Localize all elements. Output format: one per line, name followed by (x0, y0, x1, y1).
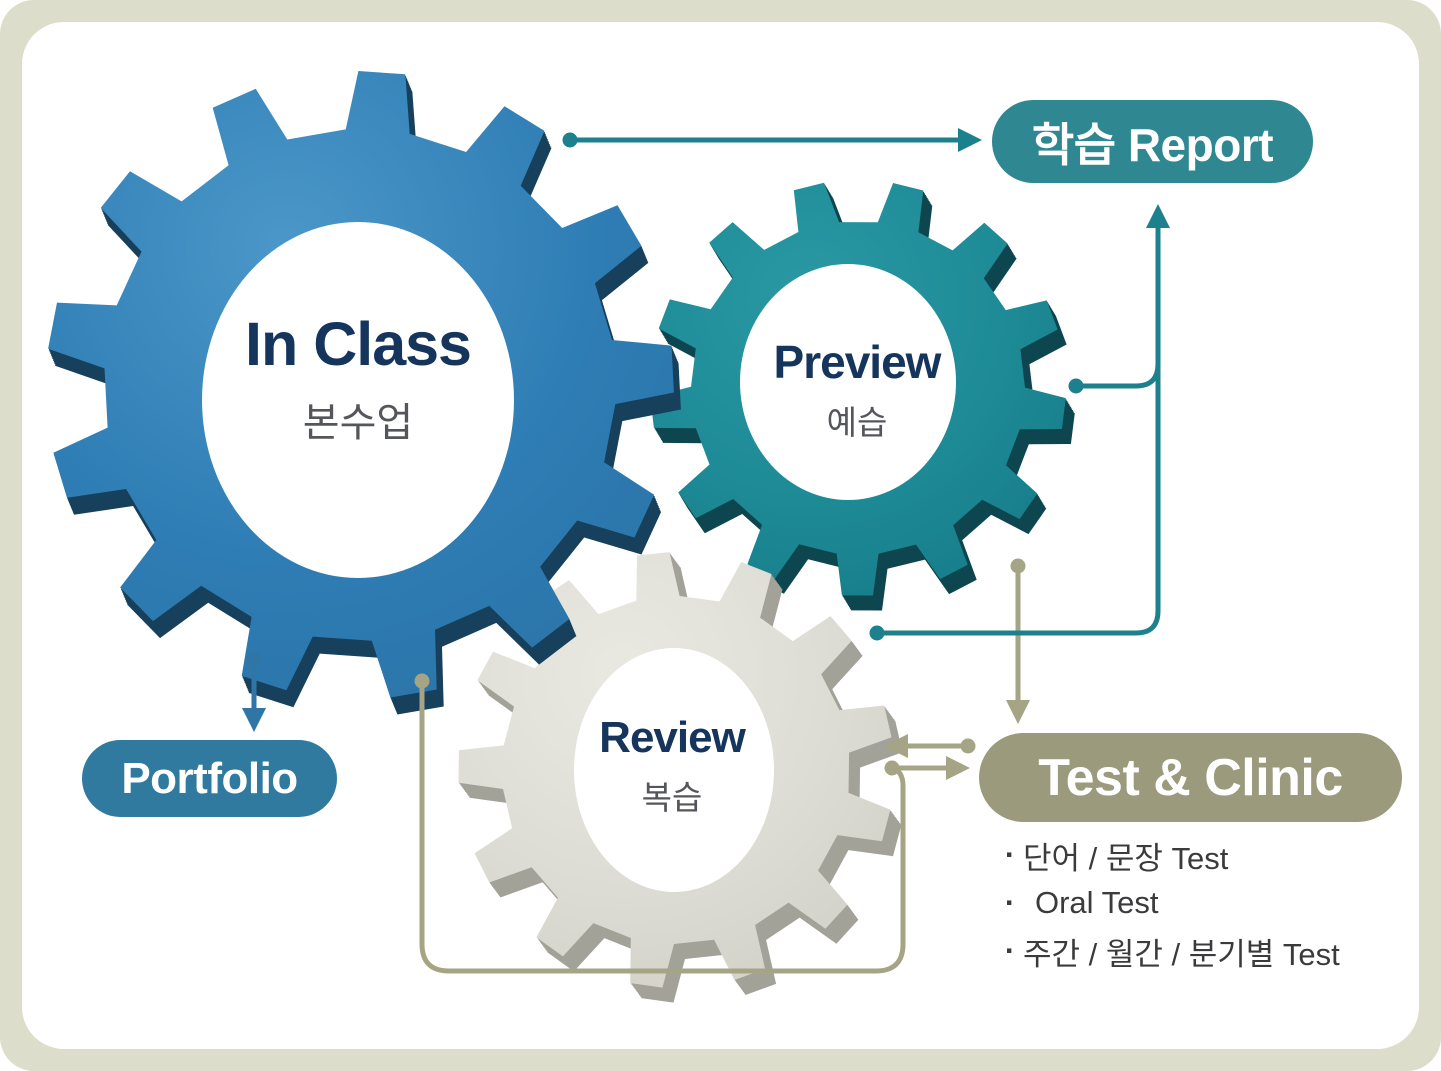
bullet-dot: · (1004, 837, 1016, 872)
review-gear-label: Review 복습 (599, 712, 746, 819)
test-clinic-badge: Test & Clinic (979, 733, 1402, 822)
in-class-subtitle: 본수업 (302, 401, 414, 446)
list-item-label: 주간 / 월간 / 분기별 Test (1023, 936, 1340, 972)
gear-in-class (48, 71, 681, 715)
report-connectors (562, 128, 1170, 641)
in-class-gear-label: In Class 본수업 (245, 309, 472, 448)
portfolio-connector (242, 652, 266, 732)
bullet-dot: · (1004, 885, 1016, 920)
test-clinic-connectors (414, 558, 1030, 974)
list-item: · Oral Test (999, 879, 1340, 927)
list-item: · 주간 / 월간 / 분기별 Test (999, 927, 1340, 975)
list-item-label: 단어 / 문장 Test (1023, 840, 1229, 876)
review-subtitle: 복습 (641, 779, 703, 817)
portfolio-badge: Portfolio (82, 740, 337, 817)
bullet-dot: · (1004, 933, 1016, 968)
preview-gear-label: Preview 예습 (773, 335, 942, 444)
test-clinic-list: · 단어 / 문장 Test · Oral Test · 주간 / 월간 / 분… (999, 831, 1340, 975)
list-item: · 단어 / 문장 Test (999, 831, 1340, 879)
review-title: Review (599, 712, 746, 762)
gear-review (458, 552, 903, 1003)
in-class-title: In Class (245, 309, 472, 378)
preview-title: Preview (773, 335, 942, 388)
gear-preview (650, 182, 1075, 611)
preview-subtitle: 예습 (826, 404, 888, 442)
list-item-label: Oral Test (1035, 885, 1159, 920)
report-badge: 학습 Report (992, 100, 1313, 183)
